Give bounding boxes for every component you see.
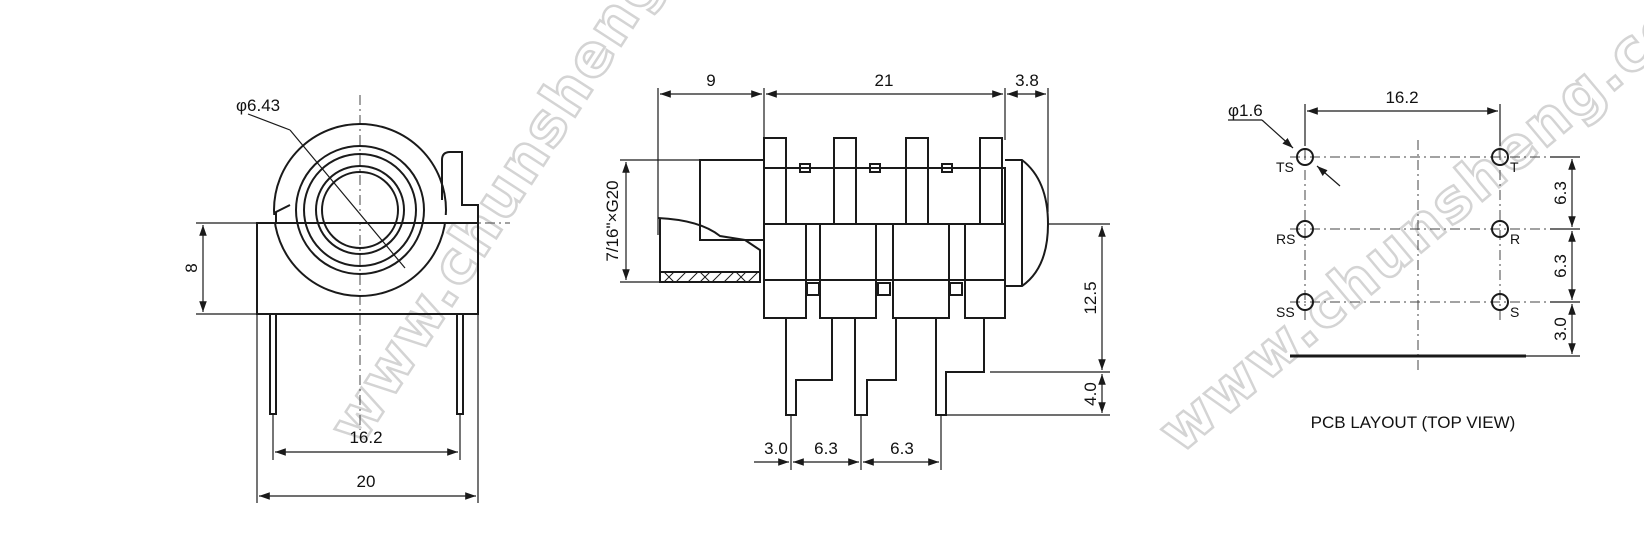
pcb-dim-v1: 6.3 <box>1551 181 1570 205</box>
pcb-layout: TS T RS R SS S φ1.6 16.2 6.3 6.3 3.0 PCB… <box>1228 88 1580 432</box>
pcb-hole-ts <box>1296 148 1314 166</box>
svg-text:www.chunsheng.com: www.chunsheng.com <box>1145 0 1644 466</box>
front-view: φ6.43 8 16.2 20 <box>182 95 510 503</box>
dim-height: 8 <box>182 263 201 272</box>
pin-label-ss: SS <box>1276 304 1295 320</box>
dim-thread-len: 9 <box>706 71 715 90</box>
pcb-dim-v3: 3.0 <box>1551 317 1570 341</box>
pcb-dim-v2: 6.3 <box>1551 254 1570 278</box>
pcb-dim-width: 16.2 <box>1385 88 1418 107</box>
watermark-2: www.chunsheng.com <box>1144 0 1644 467</box>
pin-label-t: T <box>1510 159 1519 175</box>
pcb-hole-t <box>1491 148 1509 166</box>
dim-pin-len: 4.0 <box>1081 382 1100 406</box>
dim-pitch-2: 6.3 <box>814 439 838 458</box>
pcb-hole-ss <box>1296 293 1314 311</box>
dim-pitch-1: 3.0 <box>764 439 788 458</box>
dia-label: φ6.43 <box>236 96 280 115</box>
pcb-hole-r <box>1491 220 1509 238</box>
pin-label-r: R <box>1510 231 1520 247</box>
dim-pin-height: 12.5 <box>1081 281 1100 314</box>
pin-label-ts: TS <box>1276 159 1294 175</box>
dim-nose-len: 3.8 <box>1015 71 1039 90</box>
pcb-hole-rs <box>1296 220 1314 238</box>
pcb-caption: PCB LAYOUT (TOP VIEW) <box>1311 413 1516 432</box>
hole-dia-label: φ1.6 <box>1228 101 1263 120</box>
side-view: 9 21 3.8 7/16"×G20 <box>603 71 1110 470</box>
dim-width: 20 <box>357 472 376 491</box>
pin-label-s: S <box>1510 304 1519 320</box>
dim-pitch-3: 6.3 <box>890 439 914 458</box>
dim-pin-spacing: 16.2 <box>349 428 382 447</box>
pin-label-rs: RS <box>1276 231 1295 247</box>
dim-body-len: 21 <box>875 71 894 90</box>
pcb-hole-s <box>1491 293 1509 311</box>
thread-label: 7/16"×G20 <box>603 180 622 261</box>
